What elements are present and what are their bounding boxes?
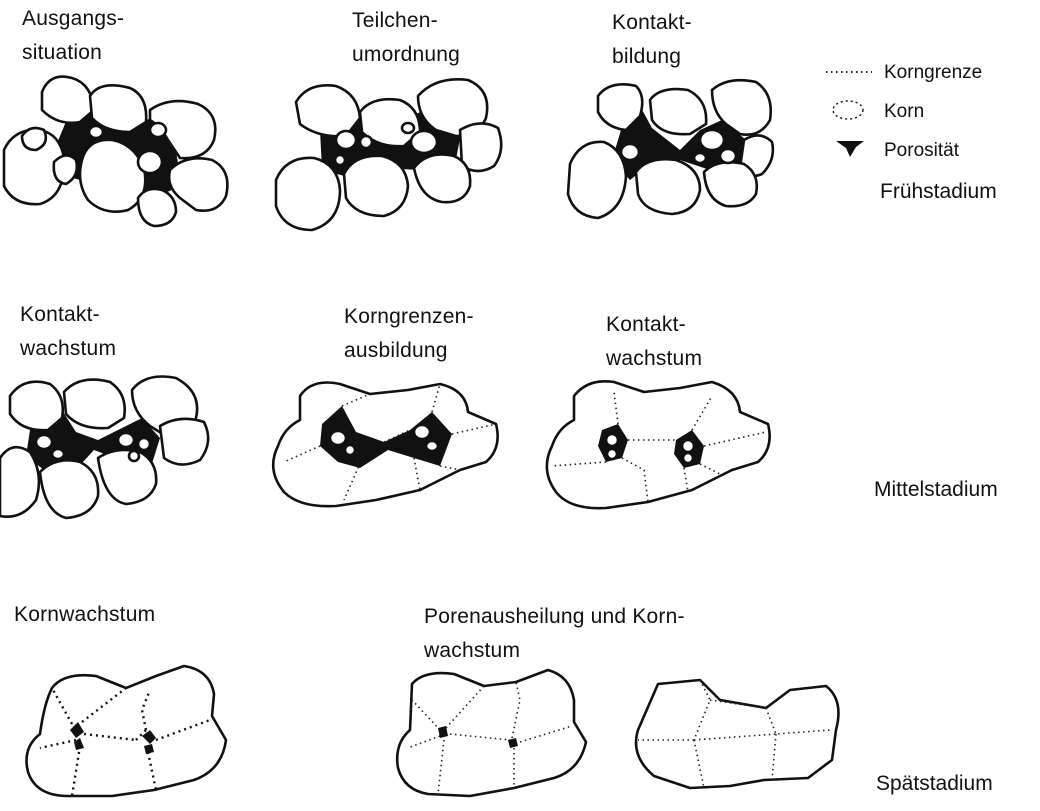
panel-kontaktbildung	[568, 80, 773, 218]
panel-kontaktwachstum-1	[0, 377, 208, 519]
panel-korngrenzenausbildung	[273, 383, 497, 507]
panel-porenausheilung-1	[397, 670, 586, 796]
panel-porenausheilung-2	[636, 680, 838, 788]
legend-korn-symbol	[833, 101, 863, 119]
panel-kornwachstum	[27, 666, 227, 796]
legend-porositaet-symbol	[836, 141, 864, 157]
panel-kontaktwachstum-2	[547, 381, 770, 508]
panel-teilchenumordnung	[276, 79, 501, 230]
legend-symbols	[826, 72, 872, 157]
panel-ausgangssituation	[4, 77, 227, 226]
